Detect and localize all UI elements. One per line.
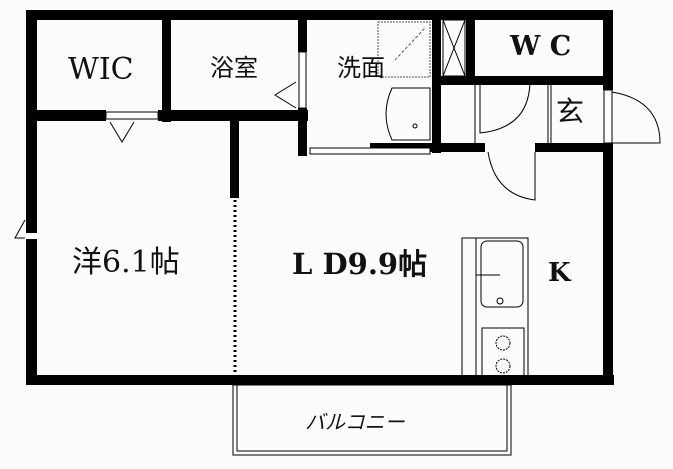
room-label-western: 洋6.1帖 <box>72 245 180 280</box>
wall-left <box>26 10 37 246</box>
room-label-washroom: 洗面 <box>337 54 385 82</box>
wall-top <box>26 10 613 20</box>
wall-right-bottom <box>603 143 613 385</box>
room-label-kitchen: K <box>548 258 571 288</box>
wall-partition <box>230 120 239 198</box>
wall-bottom <box>26 375 614 385</box>
wall-right-top <box>603 10 613 90</box>
room-label-entrance: 玄 <box>556 95 585 128</box>
room-label-balcony: バルコニー <box>305 410 405 434</box>
room-label-wic: WIC <box>68 52 134 87</box>
room-label-ld: L D9.9帖 <box>292 247 428 281</box>
room-label-bath: 浴室 <box>210 54 258 82</box>
room-label-wc: W C <box>510 31 572 62</box>
